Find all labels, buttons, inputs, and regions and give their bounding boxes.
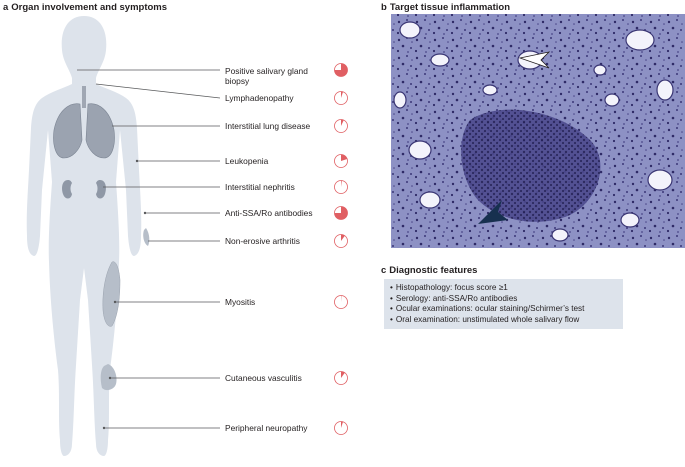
right-lung <box>85 103 115 159</box>
prevalence-pie <box>334 421 348 435</box>
pie-slice <box>341 421 344 428</box>
dark-arrowhead <box>478 200 508 224</box>
label-lymphadenopathy: Lymphadenopathy <box>225 93 294 103</box>
prevalence-pies <box>334 63 348 435</box>
label-cutaneous-vasculitis: Cutaneous vasculitis <box>225 373 302 383</box>
diagnostic-item-histopathology: Histopathology: focus score ≥1 <box>390 283 617 294</box>
acinus <box>482 84 498 96</box>
right-kidney <box>96 180 106 199</box>
vasculitis-dot <box>108 376 112 380</box>
trachea <box>82 86 86 108</box>
panel-a-letter: a <box>3 2 9 13</box>
thigh-muscle <box>102 261 121 327</box>
myositis-dot <box>113 300 117 304</box>
label-non-erosive-arthritis: Non-erosive arthritis <box>225 236 300 246</box>
histology-micrograph <box>391 14 685 248</box>
diagnostic-item-ocular: Ocular examinations: ocular staining/Sch… <box>390 304 617 315</box>
leader-line-lymph <box>95 83 221 99</box>
body-outline <box>26 16 142 456</box>
acinus <box>656 79 674 101</box>
prevalence-pie <box>334 180 348 194</box>
prevalence-pie <box>334 154 348 168</box>
pie-slice <box>341 180 342 187</box>
prevalence-pie <box>334 91 348 105</box>
body-silhouette <box>26 16 142 456</box>
acinus <box>593 64 607 76</box>
pie-slice <box>341 119 344 126</box>
leukopenia-dot <box>135 159 139 163</box>
wrist-joint <box>143 228 150 246</box>
label-interstitial-nephritis: Interstitial nephritis <box>225 182 295 192</box>
prevalence-pie <box>334 206 348 220</box>
left-kidney <box>62 180 72 199</box>
acinus <box>551 228 569 242</box>
pie-slice <box>341 91 344 98</box>
neuropathy-dot <box>102 426 106 430</box>
label-leukopenia: Leukopenia <box>225 156 269 166</box>
prevalence-pie <box>334 234 348 248</box>
panel-b-letter: b <box>381 2 387 13</box>
diagnostic-features-box: Histopathology: focus score ≥1 Serology:… <box>384 279 623 329</box>
panel-a-heading: Organ involvement and symptoms <box>11 2 168 13</box>
left-lung <box>53 103 83 159</box>
label-anti-ssa-antibodies: Anti-SSA/Ro antibodies <box>225 208 313 218</box>
prevalence-pie <box>334 63 348 77</box>
acinus <box>408 140 432 160</box>
white-arrowhead <box>518 51 551 69</box>
label-myositis: Myositis <box>225 297 256 307</box>
acinus <box>399 21 421 39</box>
label-salivary-gland-biopsy: Positive salivary gland biopsy <box>225 66 308 86</box>
pie-slice <box>341 234 345 241</box>
pie-slice <box>341 154 348 161</box>
panel-b-heading: Target tissue inflammation <box>389 2 510 13</box>
skin-lesion <box>100 364 117 391</box>
prevalence-pie <box>334 295 348 309</box>
diagnostic-item-oral: Oral examination: unstimulated whole sal… <box>390 315 617 326</box>
pie-slice <box>341 371 345 378</box>
panel-c-heading: Diagnostic features <box>389 265 478 276</box>
pie-slice <box>334 63 348 77</box>
lymphocytic-infiltrate <box>461 109 601 222</box>
antibody-dot <box>143 211 147 215</box>
acinus <box>419 191 441 209</box>
acinus <box>604 93 620 107</box>
acinus <box>430 53 450 67</box>
acinus <box>647 169 673 191</box>
leader-dots <box>102 159 147 430</box>
diagnostic-item-serology: Serology: anti-SSA/Ro antibodies <box>390 294 617 305</box>
prevalence-pie <box>334 371 348 385</box>
lungs <box>53 86 115 159</box>
acinus <box>620 212 640 228</box>
pie-slice <box>334 206 348 220</box>
panel-c-letter: c <box>381 265 387 276</box>
label-peripheral-neuropathy: Peripheral neuropathy <box>225 423 308 433</box>
leader-lines <box>77 69 221 429</box>
acinus <box>625 29 655 51</box>
kidneys <box>62 180 106 199</box>
prevalence-pie <box>334 119 348 133</box>
diagnostic-features-list: Histopathology: focus score ≥1 Serology:… <box>390 283 617 325</box>
acinus <box>393 91 407 109</box>
label-interstitial-lung-disease: Interstitial lung disease <box>225 121 311 131</box>
